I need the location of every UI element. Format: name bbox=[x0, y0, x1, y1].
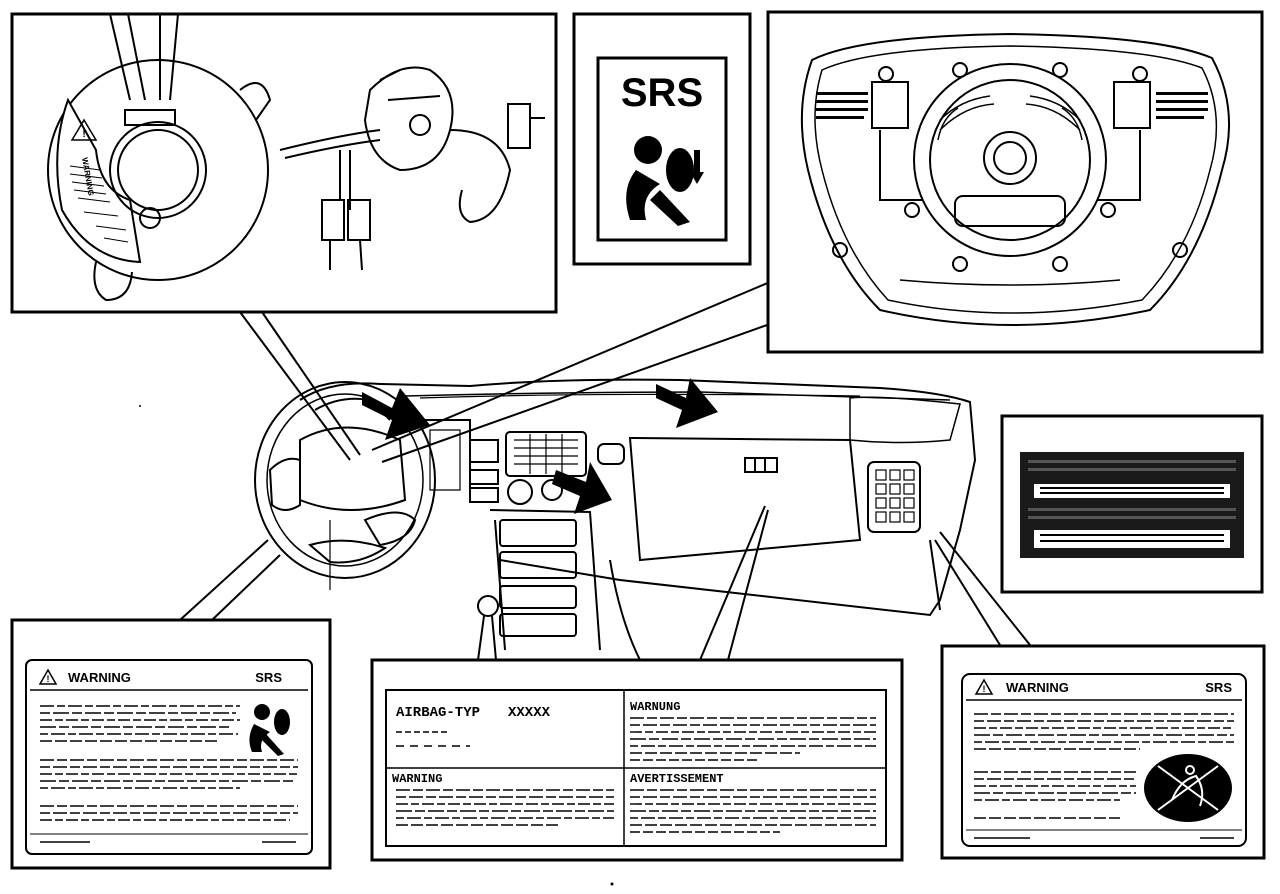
warning-label-left-tag: SRS bbox=[255, 670, 282, 685]
warning-label-right-panel: ! WARNING SRS bbox=[940, 644, 1266, 860]
arrow-center-console bbox=[552, 462, 612, 514]
clock-spring-panel: ! WARNING bbox=[10, 12, 558, 314]
section-warning-en: WARNING bbox=[392, 772, 442, 786]
arrow-steering-wheel bbox=[362, 388, 430, 440]
warning-label-right-heading: WARNING bbox=[1006, 680, 1069, 695]
airbag-person-icon bbox=[626, 136, 704, 226]
arrow-dashboard-top bbox=[656, 378, 718, 428]
srs-sign-title: SRS bbox=[621, 71, 703, 115]
sun-visor-label-panel bbox=[1000, 414, 1264, 594]
airbag-module-panel bbox=[766, 10, 1264, 354]
dashboard-illustration bbox=[299, 378, 977, 661]
srs-sign-panel: SRS bbox=[572, 12, 752, 266]
warning-label-left-panel: ! WARNING SRS bbox=[10, 618, 332, 870]
callout-leader-lines bbox=[179, 281, 1031, 661]
section-warning-fr: AVERTISSEMENT bbox=[630, 772, 724, 786]
airbag-person-icon-small bbox=[249, 704, 290, 756]
airbag-type-label: AIRBAG-TYP bbox=[396, 705, 480, 721]
svg-text:!: ! bbox=[82, 129, 85, 140]
svg-text:!: ! bbox=[983, 684, 986, 694]
svg-text:!: ! bbox=[47, 674, 50, 684]
section-warning-de: WARNUNG bbox=[630, 700, 680, 714]
airbag-type-value: XXXXX bbox=[508, 705, 551, 721]
warning-label-left-heading: WARNING bbox=[68, 670, 131, 685]
pointer-arrows bbox=[362, 378, 718, 514]
no-child-seat-icon bbox=[1144, 754, 1232, 822]
warning-label-right-tag: SRS bbox=[1205, 680, 1232, 695]
airbag-type-label-panel: AIRBAG-TYP XXXXX WARNUNG WARNING AVERTIS… bbox=[370, 658, 904, 862]
